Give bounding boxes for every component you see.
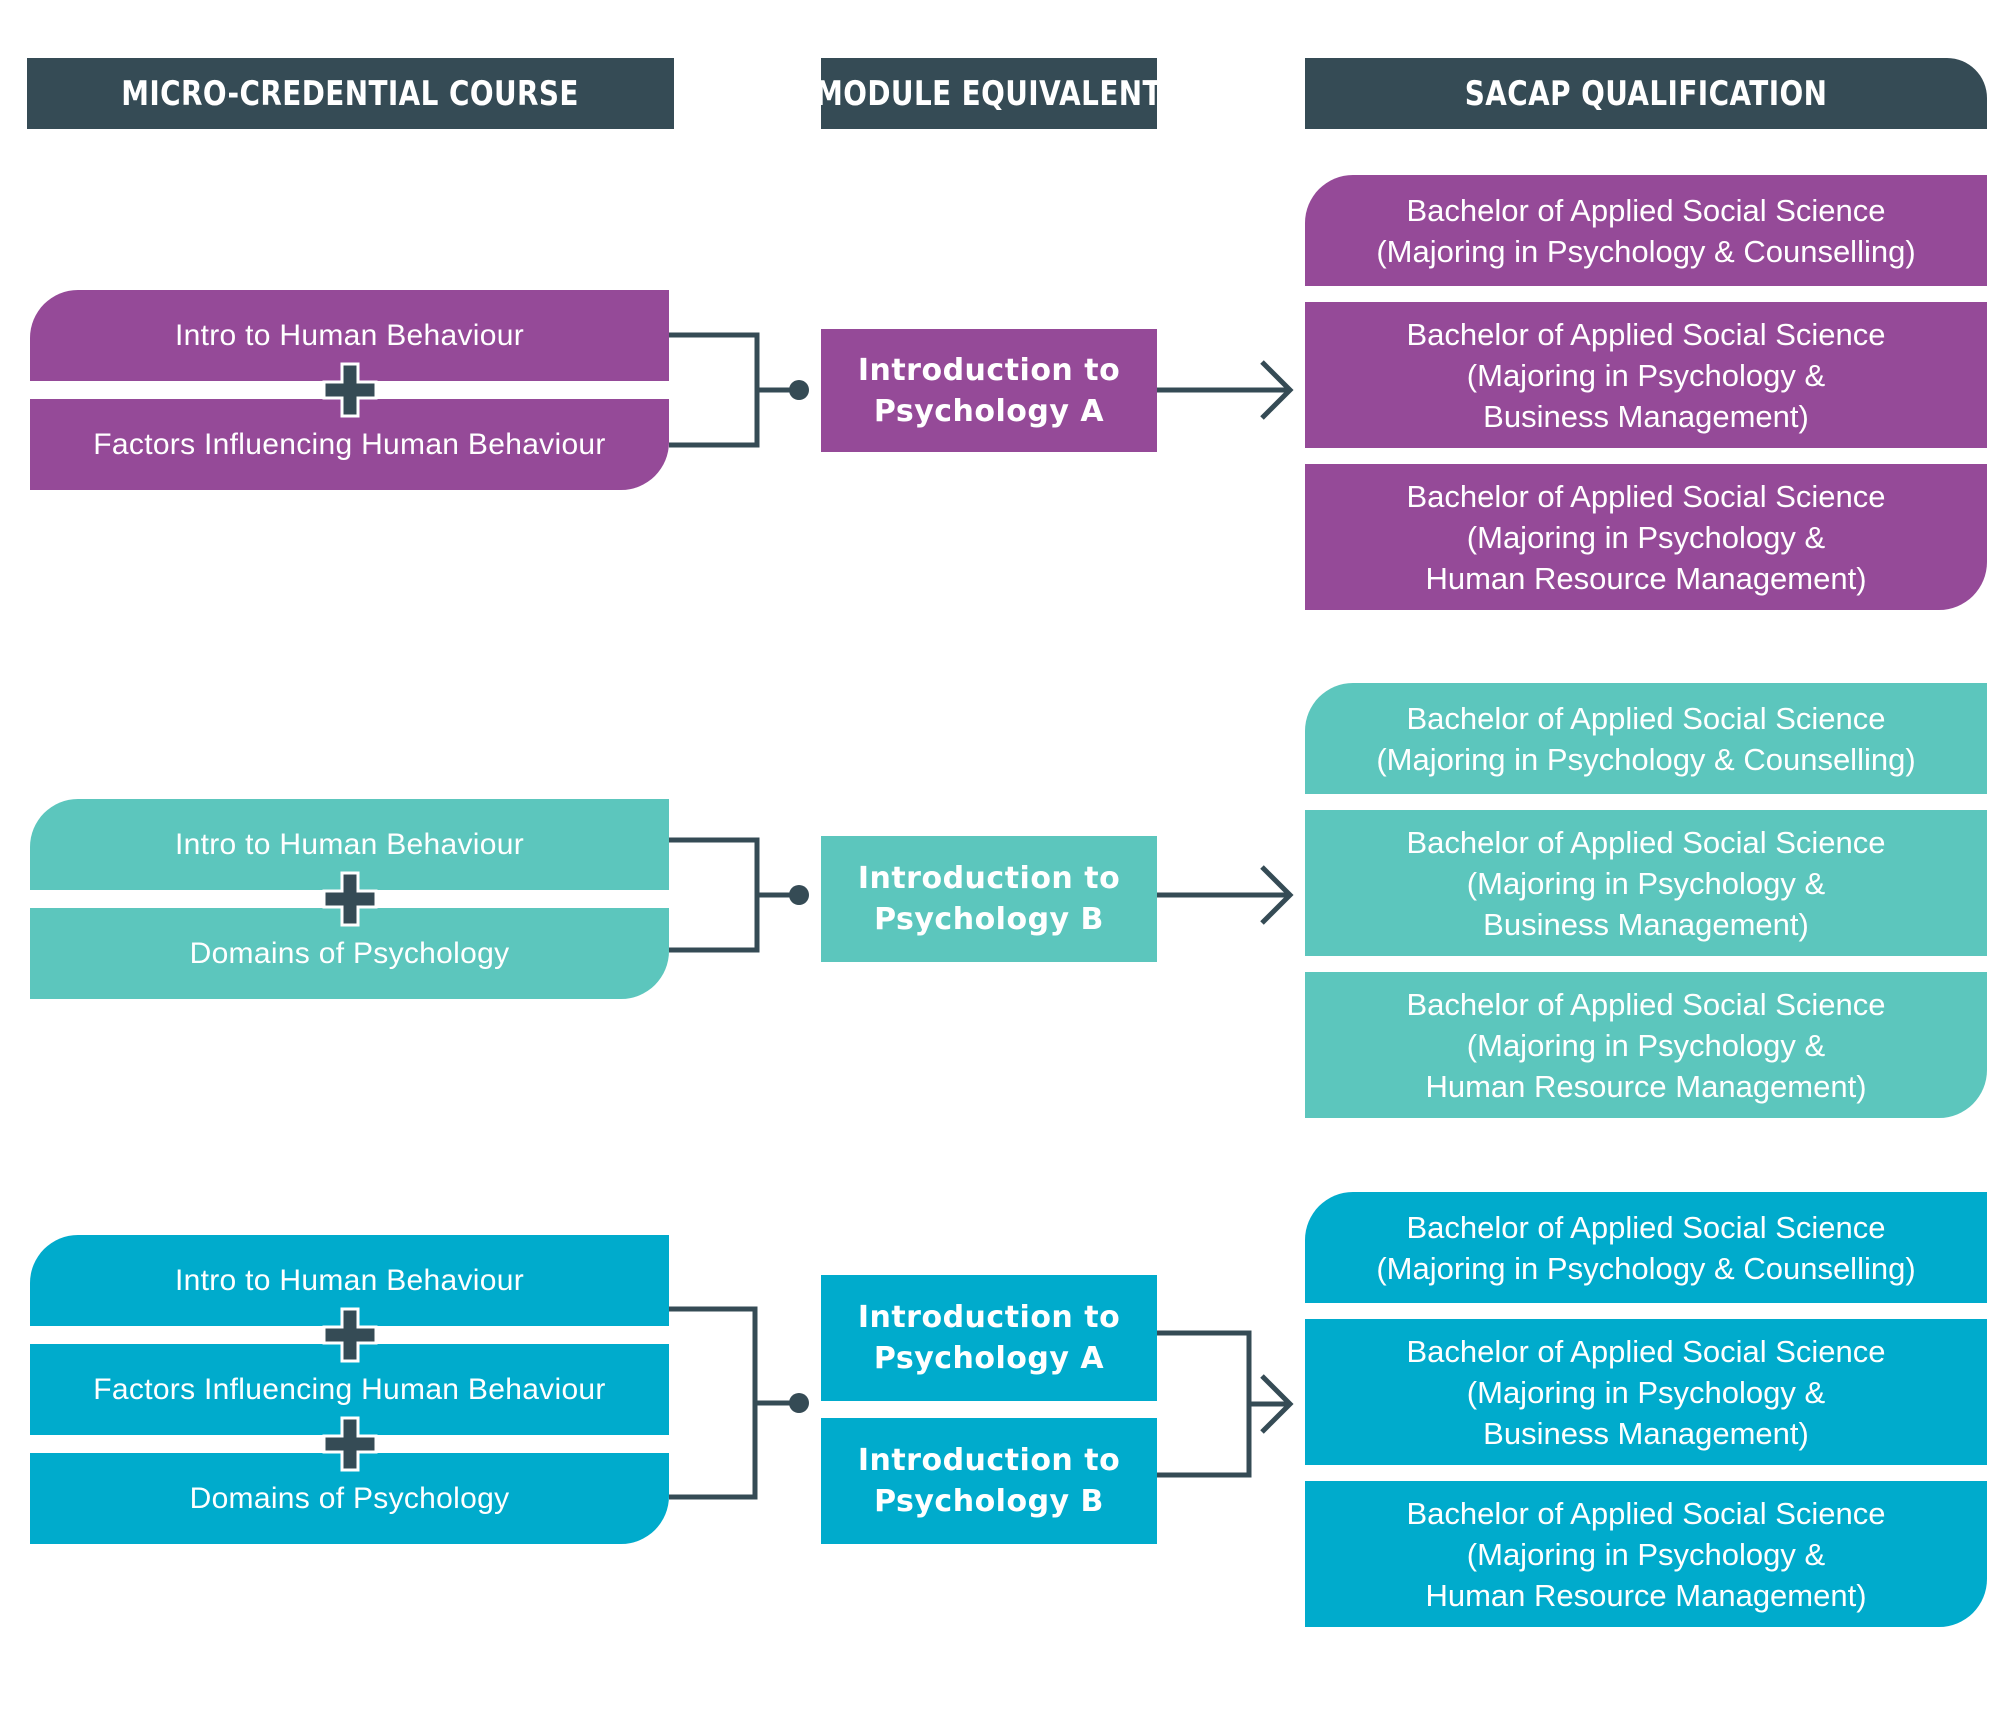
qualification-box: Bachelor of Applied Social Science(Major… (1305, 175, 1987, 286)
bracket-group-1 (669, 332, 760, 448)
arrowhead-group-1 (1260, 360, 1294, 420)
bracket-right-group-3 (1153, 1330, 1252, 1478)
arrowhead-group-2 (1260, 865, 1294, 925)
plus-icon (322, 362, 378, 418)
junction-dot-group-3 (789, 1393, 809, 1413)
qualification-box: Bachelor of Applied Social Science(Major… (1305, 1481, 1987, 1627)
junction-dot-group-2 (789, 885, 809, 905)
header-sacap-qualification: SACAP QUALIFICATION (1305, 58, 1987, 129)
plus-icon (322, 1416, 378, 1472)
qualification-box: Bachelor of Applied Social Science(Major… (1305, 302, 1987, 448)
header-module-equivalent: MODULE EQUIVALENT (816, 58, 1162, 129)
qualification-box: Bachelor of Applied Social Science(Major… (1305, 464, 1987, 610)
header-micro-credential-course: MICRO-CREDENTIAL COURSE (27, 58, 674, 129)
arrowhead-group-3 (1260, 1374, 1294, 1434)
bracket-group-3 (669, 1306, 758, 1500)
plus-icon (322, 1307, 378, 1363)
qualification-box: Bachelor of Applied Social Science(Major… (1305, 810, 1987, 956)
qualification-box: Bachelor of Applied Social Science(Major… (1305, 972, 1987, 1118)
course-box: Domains of Psychology (30, 908, 669, 999)
qualification-box: Bachelor of Applied Social Science(Major… (1305, 1319, 1987, 1465)
bracket-group-2 (669, 837, 760, 953)
qualification-box: Bachelor of Applied Social Science(Major… (1305, 1192, 1987, 1303)
plus-icon (322, 871, 378, 927)
course-box: Intro to Human Behaviour (30, 799, 669, 890)
qualification-box: Bachelor of Applied Social Science(Major… (1305, 683, 1987, 794)
junction-dot-group-1 (789, 380, 809, 400)
